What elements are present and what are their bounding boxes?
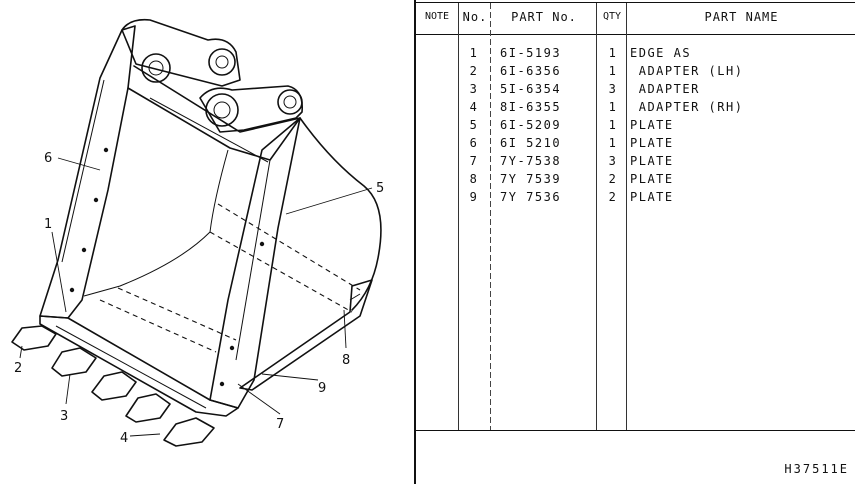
- row-qty: 2: [608, 172, 618, 186]
- callout-8: 8: [342, 353, 350, 368]
- left-side-plate: [39, 25, 136, 319]
- table-row: 2 6I-6356 1 ADAPTER (LH): [414, 64, 855, 82]
- header-note: NOTE: [424, 11, 450, 22]
- row-part-no: 6I-5209: [500, 118, 562, 132]
- row-part-name: PLATE: [630, 154, 674, 168]
- row-part-name: EDGE AS: [630, 46, 692, 60]
- row-part-no: 7Y 7536: [500, 190, 562, 204]
- row-qty: 1: [608, 100, 618, 114]
- table-row: 5 6I-5209 1 PLATE: [414, 118, 855, 136]
- callout-9: 9: [318, 381, 326, 396]
- row-part-name: PLATE: [630, 118, 674, 132]
- parts-list-panel: NOTE No. PART No. QTY PART NAME 1 6I-5193…: [414, 0, 855, 484]
- row-qty: 1: [608, 46, 618, 60]
- side-cutter-bar: [239, 279, 373, 391]
- row-qty: 3: [608, 82, 618, 96]
- row-qty: 3: [608, 154, 618, 168]
- table-row: 1 6I-5193 1 EDGE AS: [414, 46, 855, 64]
- header-qty: QTY: [602, 11, 622, 22]
- callout-3: 3: [60, 409, 68, 424]
- leader-lines: [19, 157, 373, 437]
- header-part-name: PART NAME: [704, 10, 779, 24]
- row-qty: 1: [608, 136, 618, 150]
- row-no: 6: [469, 136, 479, 150]
- callout-7: 7: [276, 417, 284, 432]
- table-row: 4 8I-6355 1 ADAPTER (RH): [414, 100, 855, 118]
- row-part-no: 6I-6356: [500, 64, 562, 78]
- row-no: 3: [469, 82, 479, 96]
- row-no: 1: [469, 46, 479, 60]
- rear-hinge-bracket: [121, 18, 241, 87]
- row-qty: 1: [608, 64, 618, 78]
- table-row: 8 7Y 7539 2 PLATE: [414, 172, 855, 190]
- adapter-lh: [11, 325, 57, 351]
- bucket-diagram: 1 2 3 4 5 6 7 8 9: [0, 0, 414, 484]
- adapter-center-1: [51, 347, 97, 377]
- callout-5: 5: [376, 181, 384, 196]
- drawing-code: H37511E: [784, 462, 849, 476]
- cutting-edge: [39, 315, 239, 417]
- row-qty: 1: [608, 118, 618, 132]
- adapter-center-2: [91, 371, 137, 401]
- right-side-plate: [209, 117, 301, 409]
- front-hinge-bracket: [199, 85, 304, 133]
- row-part-name: ADAPTER (RH): [630, 100, 744, 114]
- adapter-center-3: [125, 393, 171, 423]
- row-no: 5: [469, 118, 479, 132]
- row-no: 8: [469, 172, 479, 186]
- top-cross-plate: [127, 65, 301, 161]
- row-no: 2: [469, 64, 479, 78]
- adapter-rh: [163, 417, 215, 447]
- row-qty: 2: [608, 190, 618, 204]
- row-no: 7: [469, 154, 479, 168]
- table-row: 9 7Y 7536 2 PLATE: [414, 190, 855, 208]
- row-part-name: PLATE: [630, 172, 674, 186]
- table-row: 3 5I-6354 3 ADAPTER: [414, 82, 855, 100]
- row-part-no: 6I-5193: [500, 46, 562, 60]
- header-no: No.: [462, 10, 488, 24]
- bucket-illustration: 1 2 3 4 5 6 7 8 9: [11, 18, 384, 447]
- row-part-no: 6I 5210: [500, 136, 562, 150]
- row-part-name: ADAPTER (LH): [630, 64, 744, 78]
- callout-2: 2: [14, 361, 22, 376]
- row-part-no: 5I-6354: [500, 82, 562, 96]
- callout-4: 4: [120, 431, 128, 446]
- callout-6: 6: [44, 151, 52, 166]
- callout-1: 1: [44, 217, 52, 232]
- table-row: 6 6I 5210 1 PLATE: [414, 136, 855, 154]
- table-row: 7 7Y-7538 3 PLATE: [414, 154, 855, 172]
- row-part-no: 7Y 7539: [500, 172, 562, 186]
- row-part-name: PLATE: [630, 136, 674, 150]
- row-part-name: PLATE: [630, 190, 674, 204]
- row-part-name: ADAPTER: [630, 82, 700, 96]
- row-part-no: 8I-6355: [500, 100, 562, 114]
- row-no: 9: [469, 190, 479, 204]
- hidden-lines: [99, 203, 361, 353]
- header-part-no: PART No.: [511, 10, 577, 24]
- row-no: 4: [469, 100, 479, 114]
- row-part-no: 7Y-7538: [500, 154, 562, 168]
- weld-dots: [69, 147, 265, 387]
